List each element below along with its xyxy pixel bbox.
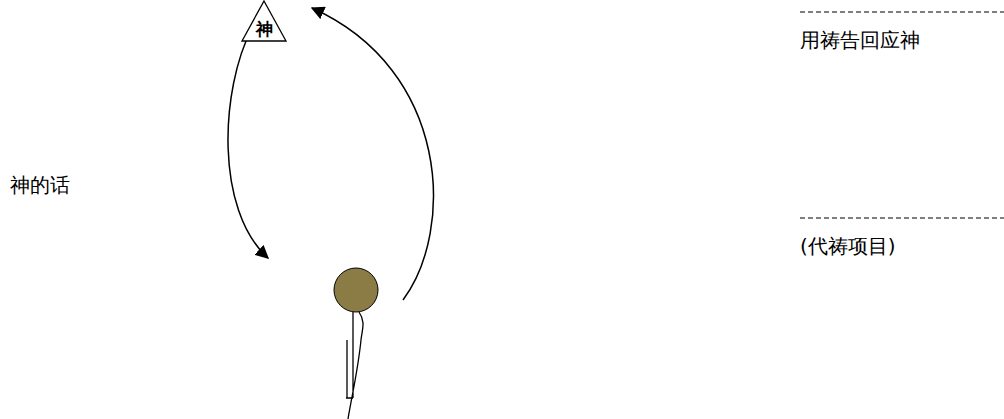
prayer-arrow [312, 8, 433, 300]
word-arrow [228, 28, 268, 258]
node-text: 神 [241, 19, 287, 39]
person-body [346, 312, 363, 419]
person-head [334, 268, 378, 312]
god-triangle: 神 [241, 0, 287, 42]
person-body [346, 340, 347, 398]
text-label: (代祷项目) [800, 234, 896, 258]
triangle-shape [242, 1, 286, 41]
dashed-rule [800, 218, 1004, 219]
text-label: 神的话 [10, 173, 70, 197]
dashed-rule [800, 12, 1004, 13]
text-label: 用祷告回应神 [800, 28, 920, 52]
